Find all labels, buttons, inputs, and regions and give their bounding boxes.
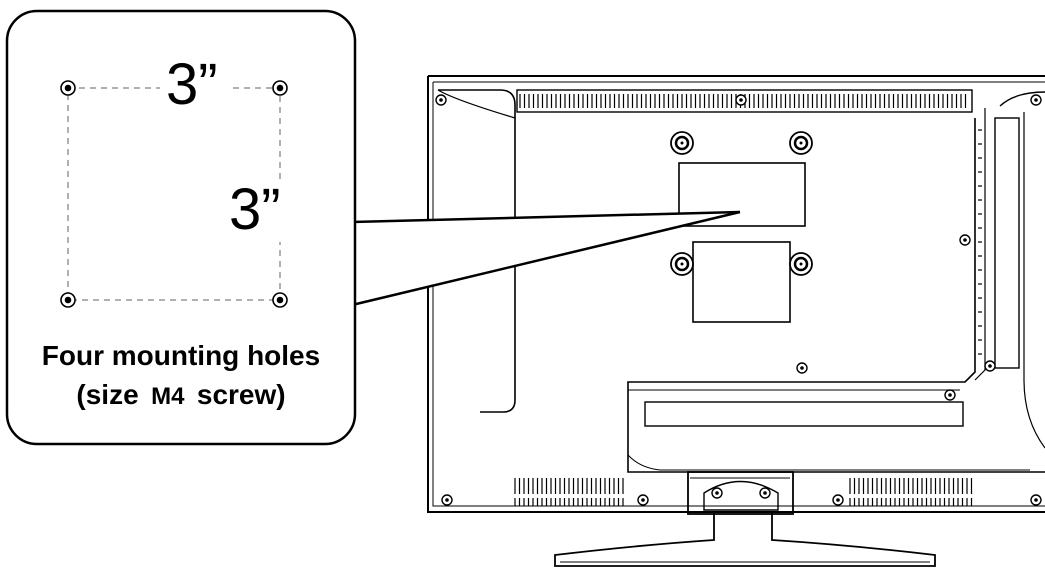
screw-icon	[1030, 494, 1042, 506]
callout-pointer	[350, 210, 741, 307]
mounting-hole-icon	[272, 80, 288, 96]
caption-prefix: (size	[76, 379, 138, 410]
mounting-hole-icon	[670, 252, 694, 276]
mounting-pattern-outline	[67, 87, 281, 301]
screw-icon	[735, 94, 747, 106]
screw-icon	[441, 494, 453, 506]
mounting-hole-icon	[60, 292, 76, 308]
mounting-hole-icon	[789, 252, 813, 276]
caption-screw-size: M4	[151, 383, 185, 410]
mounting-hole-icon	[789, 131, 813, 155]
mounting-hole-icon	[60, 80, 76, 96]
mounting-hole-icon	[670, 131, 694, 155]
caption-line2: (size M4 screw)	[76, 379, 285, 410]
callout-box	[5, 9, 357, 446]
dimension-horizontal: 3”	[166, 52, 218, 117]
screw-icon	[711, 487, 723, 499]
screw-icon	[637, 494, 649, 506]
tv-mounting-holes	[670, 131, 813, 276]
tv-back	[427, 75, 1045, 567]
screw-icon	[796, 362, 808, 374]
dimension-vertical: 3”	[229, 177, 281, 242]
mounting-hole-icon	[272, 292, 288, 308]
screw-icon	[944, 389, 956, 401]
screw-icon	[759, 487, 771, 499]
vent-slots	[514, 94, 982, 506]
caption-line1: Four mounting holes	[42, 340, 320, 371]
caption-suffix: screw)	[197, 379, 286, 410]
top-vent	[516, 89, 973, 113]
screw-icon	[959, 234, 971, 246]
tv-screws	[435, 94, 1042, 506]
screw-icon	[1030, 94, 1042, 106]
screw-icon	[435, 94, 447, 106]
screw-icon	[832, 494, 844, 506]
screw-icon	[984, 360, 996, 372]
